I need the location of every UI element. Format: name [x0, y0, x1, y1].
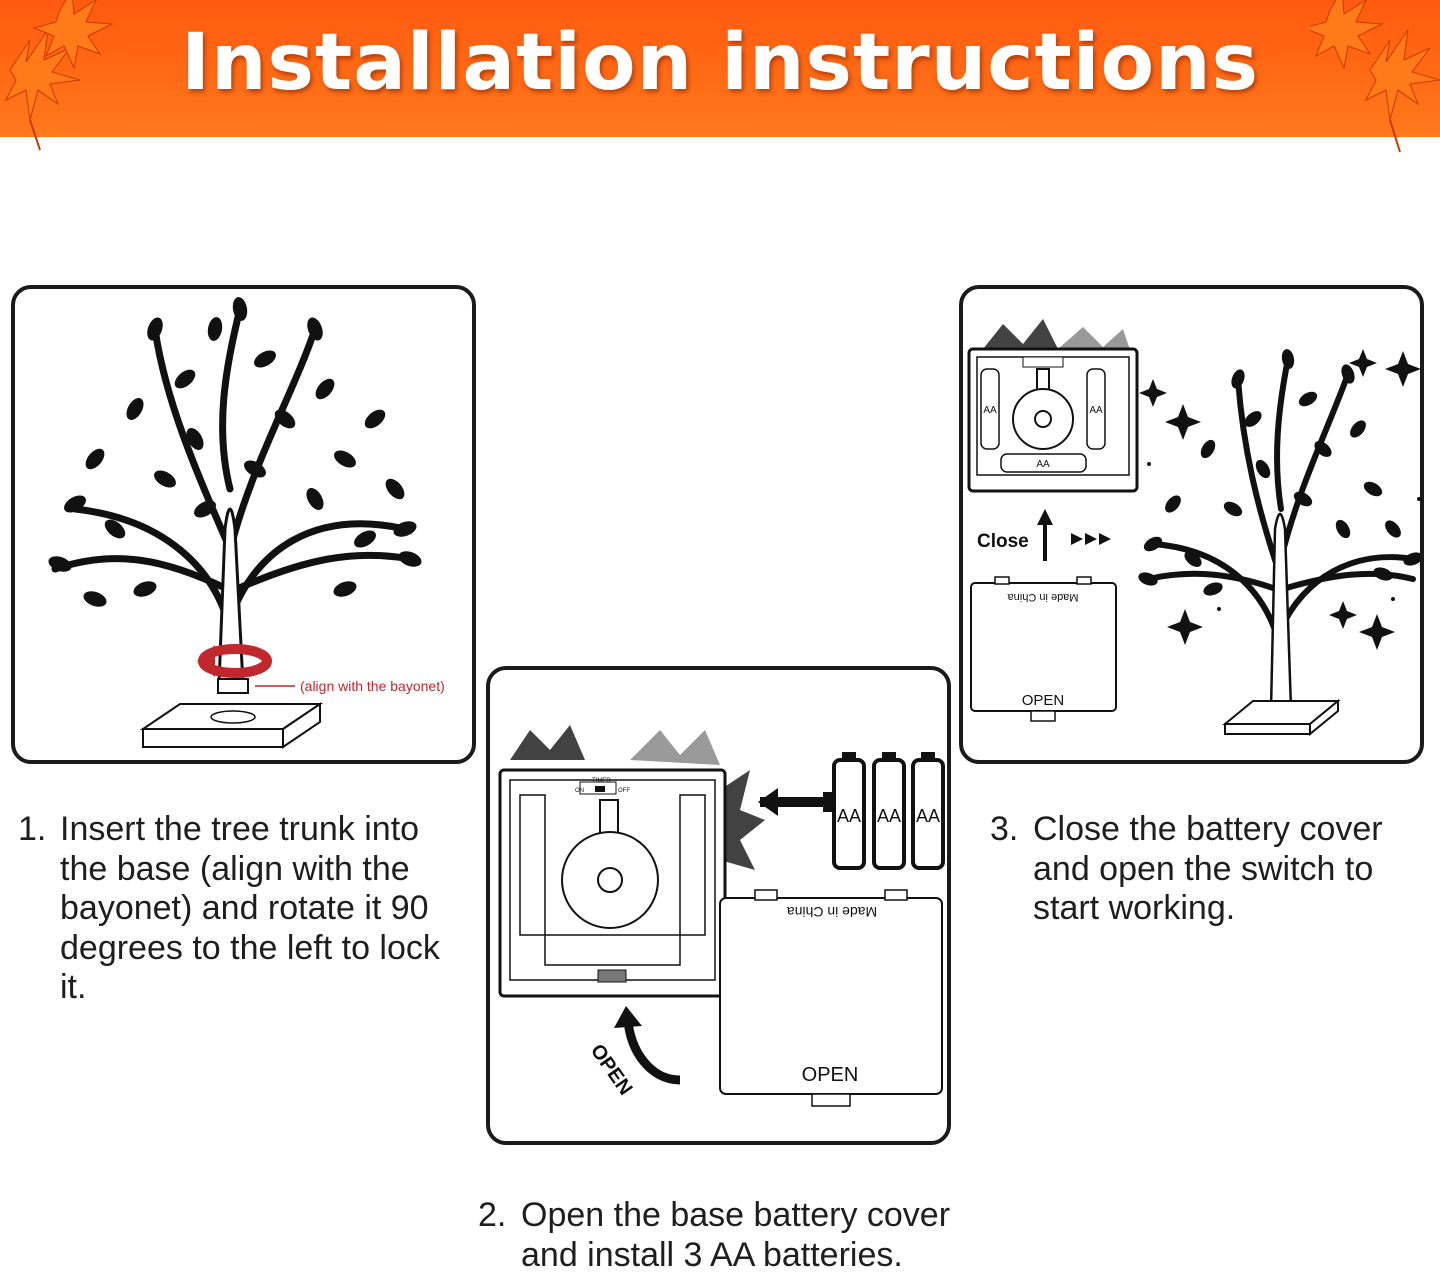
- switch-on-label: ON: [575, 788, 584, 794]
- step-3-illustration: AA AA AA Close Made in China OPEN: [967, 319, 1420, 737]
- step-2-text: Open the base battery cover and install …: [521, 1196, 951, 1274]
- cover-made-in-china-label: Made in China: [787, 904, 877, 920]
- maple-leaves-left-icon: [4, 0, 114, 151]
- timer-label: TIMER: [592, 778, 611, 784]
- battery-cover-icon: Made in China OPEN: [719, 889, 943, 1107]
- cover-open-label: OPEN: [802, 1064, 859, 1086]
- step-3-text: Close the battery cover and open the swi…: [1033, 810, 1383, 927]
- up-arrow-icon: [1037, 509, 1053, 561]
- closed-battery-3-label: AA: [1036, 459, 1050, 470]
- batteries-icon: AA AA AA: [758, 752, 945, 870]
- step-1-number: 1.: [18, 810, 47, 848]
- maple-leaves-right-icon: [1310, 0, 1440, 153]
- page-title: Installation instructions: [180, 18, 1260, 108]
- battery-2-label: AA: [877, 806, 901, 826]
- step-2-panel: TIMER ON OFF AA AA AA: [486, 666, 951, 1145]
- step-1-text: Insert the tree trunk into the base (ali…: [60, 810, 440, 1006]
- open-arrow-icon: OPEN: [586, 1006, 681, 1099]
- base-icon: [139, 702, 324, 749]
- open-arrow-label: OPEN: [586, 1040, 637, 1099]
- battery-1-label: AA: [837, 806, 861, 826]
- closed-battery-2-label: AA: [1089, 405, 1103, 416]
- closed-cover-open-label: OPEN: [1022, 692, 1065, 709]
- title-banner: Installation instructions: [0, 0, 1440, 153]
- step-3-number: 3.: [990, 810, 1019, 848]
- battery-box-open-icon: TIMER ON OFF: [498, 768, 727, 998]
- step-1-panel: (align with the bayonet): [11, 285, 476, 764]
- triple-arrow-icon: [1071, 533, 1111, 545]
- bayonet-callout: (align with the bayonet): [300, 678, 445, 694]
- tree-icon: [48, 297, 422, 686]
- battery-cover-closed-icon: Made in China OPEN: [970, 576, 1117, 722]
- step-2-number: 2.: [478, 1196, 507, 1234]
- step-1-illustration: (align with the bayonet): [48, 297, 445, 749]
- battery-box-closed-icon: AA AA AA: [967, 347, 1139, 493]
- step-2-illustration: TIMER ON OFF AA AA AA: [498, 725, 945, 1107]
- sparkle-icons: [1139, 349, 1420, 650]
- switch-off-label: OFF: [618, 788, 630, 794]
- battery-3-label: AA: [916, 806, 940, 826]
- lit-tree-icon: [1138, 349, 1420, 737]
- closed-cover-made-in-china-label: Made in China: [1007, 591, 1079, 603]
- close-label: Close: [977, 531, 1029, 552]
- rotate-arrow-icon: [197, 644, 272, 678]
- step-3-panel: AA AA AA Close Made in China OPEN: [959, 285, 1424, 764]
- closed-battery-1-label: AA: [983, 405, 997, 416]
